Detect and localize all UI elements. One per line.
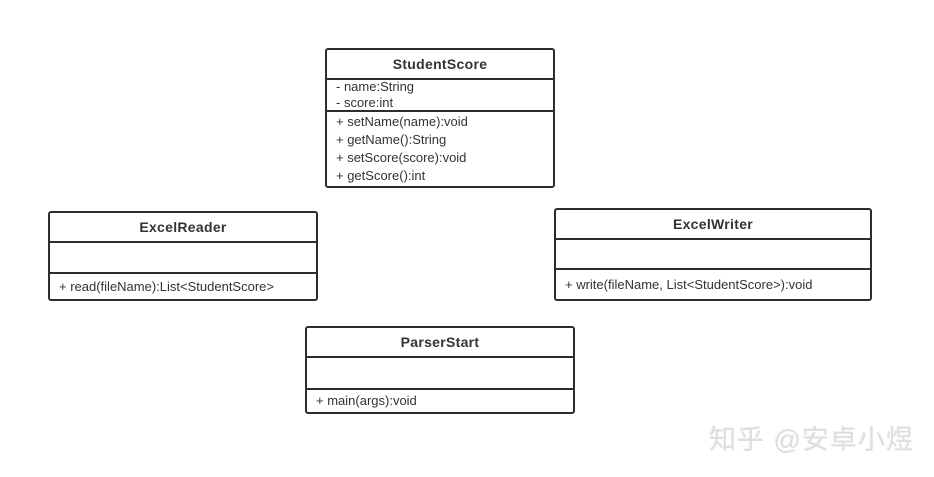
class-attributes-compartment-empty: [556, 240, 870, 270]
class-method: + main(args):void: [316, 393, 417, 408]
zhihu-watermark: 知乎 @安卓小煜: [709, 425, 914, 455]
class-box-excelreader: ExcelReader + read(fileName):List<Studen…: [48, 211, 318, 301]
class-method: + setScore(score):void: [336, 150, 467, 165]
class-name: ParserStart: [307, 328, 573, 358]
class-name: StudentScore: [327, 50, 553, 80]
class-attributes-compartment: - name:String - score:int: [327, 79, 553, 112]
class-method: + getName():String: [336, 132, 447, 147]
class-methods-compartment: + setName(name):void + getName():String …: [327, 112, 553, 186]
class-attribute: - name:String: [336, 79, 415, 94]
class-attributes-compartment-empty: [307, 358, 573, 390]
class-box-studentscore: StudentScore - name:String - score:int +…: [325, 48, 555, 188]
class-method: + getScore():int: [336, 168, 426, 183]
class-method: + write(fileName, List<StudentScore>):vo…: [565, 276, 813, 292]
class-method: + read(fileName):List<StudentScore>: [59, 278, 274, 294]
class-name: ExcelWriter: [556, 210, 870, 240]
class-methods-compartment: + read(fileName):List<StudentScore>: [50, 274, 316, 299]
class-attribute: - score:int: [336, 95, 394, 110]
class-attributes-compartment-empty: [50, 243, 316, 274]
class-box-parserstart: ParserStart + main(args):void: [305, 326, 575, 414]
class-method: + setName(name):void: [336, 114, 468, 129]
class-name: ExcelReader: [50, 213, 316, 243]
class-methods-compartment: + main(args):void: [307, 390, 573, 412]
class-box-excelwriter: ExcelWriter + write(fileName, List<Stude…: [554, 208, 872, 301]
class-methods-compartment: + write(fileName, List<StudentScore>):vo…: [556, 270, 870, 299]
